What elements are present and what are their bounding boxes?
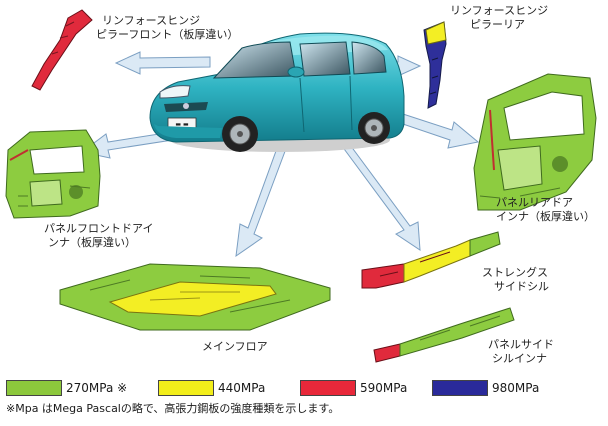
svg-text:▬ ▬: ▬ ▬ — [175, 121, 189, 128]
label-strength-side-sill: ストレングス サイドシル — [482, 266, 549, 294]
label-line: パネルリアドア — [496, 196, 573, 209]
label-line: ピラーフロント（板厚違い） — [96, 28, 239, 41]
footnote: ※Mpa はMega Pascalの略で、高張力鋼板の強度種類を示します。 — [6, 402, 340, 415]
label-rear-door-inner: パネルリアドア インナ（板厚違い） — [496, 196, 595, 224]
label-line: パネルフロントドアイ — [44, 222, 154, 235]
arrow-front-pillar — [114, 51, 211, 75]
legend-swatch-440 — [158, 380, 214, 396]
part-side-sill-inner — [373, 307, 515, 363]
label-main-floor: メインフロア — [202, 340, 268, 354]
label-line: インナ（板厚違い） — [496, 210, 595, 223]
label-line: ストレングス — [482, 266, 548, 279]
label-hinge-pillar-rear: リンフォースヒンジ ピラーリア — [450, 4, 548, 32]
part-rear-door-inner — [473, 73, 597, 211]
legend-swatch-980 — [432, 380, 488, 396]
legend-label-980: 980MPa — [492, 381, 540, 395]
label-hinge-pillar-front: リンフォースヒンジ ピラーフロント（板厚違い） — [96, 14, 238, 42]
legend-label-440: 440MPa — [218, 381, 266, 395]
part-main-floor — [59, 263, 331, 331]
label-side-sill-inner: パネルサイド シルインナ — [488, 338, 554, 366]
car-illustration: ▬ ▬ — [149, 32, 405, 152]
legend-label-270: 270MPa ※ — [66, 381, 128, 395]
legend-swatch-590 — [300, 380, 356, 396]
legend: 270MPa ※ 440MPa 590MPa 980MPa — [0, 380, 608, 396]
label-line: リンフォースヒンジ — [450, 4, 549, 17]
label-front-door-inner: パネルフロントドアイ ンナ（板厚違い） — [44, 222, 153, 250]
label-line: リンフォースヒンジ — [102, 14, 201, 27]
part-hinge-pillar-front — [31, 9, 93, 91]
legend-swatch-270 — [6, 380, 62, 396]
label-line: シルインナ — [492, 352, 547, 365]
part-strength-side-sill — [361, 231, 501, 289]
arrow-side-sill — [335, 133, 421, 251]
label-line: パネルサイド — [488, 338, 554, 351]
part-front-door-inner — [5, 129, 101, 219]
label-line: メインフロア — [202, 340, 268, 353]
legend-label-590: 590MPa — [360, 381, 408, 395]
label-line: サイドシル — [494, 280, 549, 293]
label-line: ピラーリア — [470, 18, 525, 31]
label-line: ンナ（板厚違い） — [48, 236, 136, 249]
part-hinge-pillar-rear — [423, 21, 447, 109]
